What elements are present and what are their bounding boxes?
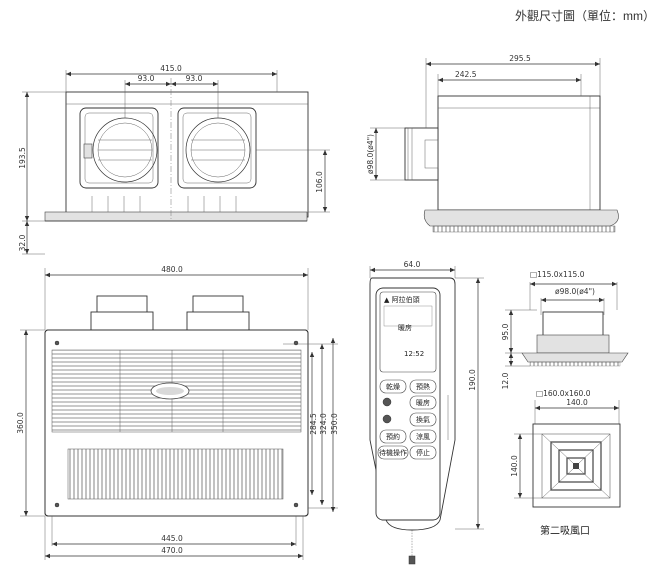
btn-dry[interactable]	[379, 379, 407, 394]
btn-dry-label: 乾燥	[386, 382, 400, 391]
remote-mode: 暖房	[398, 323, 412, 332]
dim-295: 295.5	[509, 54, 531, 63]
btn-timer[interactable]	[379, 429, 407, 444]
dim-duct: ø98.0(ø4")	[366, 134, 375, 174]
btn-cool-label: 涼風	[416, 432, 430, 441]
dim-140-w: 140.0	[566, 398, 588, 407]
btn-vent[interactable]	[409, 412, 437, 427]
second-inlet-view: □160.0x160.0 140.0 140.0 第二吸風口	[510, 389, 621, 537]
drawing-title: 外觀尺寸圖（單位：mm）	[515, 9, 650, 23]
inlet-caption: 第二吸風口	[540, 524, 590, 537]
dim-324: 324.0	[319, 413, 328, 435]
front-duct-left	[96, 295, 148, 315]
btn-stop[interactable]	[409, 445, 437, 460]
front-view: 480.0 445.0 470.0 360.0 284.5 324.0 350.…	[16, 265, 339, 560]
lower-grille	[67, 448, 284, 500]
dim-12: 12.0	[501, 372, 510, 389]
btn-standby-label: 待機操作	[379, 448, 407, 457]
remote-buttons: 乾燥 預熱 暖房 換氣 預約 涼風 待機操作 停止	[377, 379, 437, 460]
btn-vent-label: 換氣	[416, 415, 430, 424]
side-housing	[437, 95, 601, 211]
dim-32: 32.0	[18, 234, 27, 251]
dim-284: 284.5	[309, 413, 318, 435]
btn-stop-label: 停止	[416, 448, 430, 457]
btn-timer-label: 預約	[386, 432, 400, 441]
duct-box-size: □115.0x115.0	[530, 270, 585, 279]
duct-box-view: □115.0x115.0 ø98.0(ø4") 95.0 12.0	[501, 270, 629, 389]
arrow-up-button[interactable]	[382, 397, 392, 407]
right-damper	[177, 107, 257, 189]
inlet-size: □160.0x160.0	[536, 389, 591, 398]
side-view: 295.5 242.5 ø98.0(ø4")	[366, 54, 619, 233]
btn-preheat-label: 預熱	[416, 382, 430, 391]
top-view: 415.0 93.0 93.0 193.5 32.0 106.0	[18, 64, 330, 255]
dim-242: 242.5	[455, 70, 477, 79]
btn-heat-label: 暖房	[416, 398, 430, 407]
arrow-down-button[interactable]	[382, 414, 392, 424]
dim-95: 95.0	[501, 323, 510, 340]
dim-480: 480.0	[161, 265, 183, 274]
dim-415: 415.0	[160, 64, 182, 73]
remote-screen	[379, 291, 437, 373]
btn-heat[interactable]	[409, 395, 437, 410]
dim-93-left: 93.0	[138, 74, 155, 83]
btn-cool[interactable]	[409, 429, 437, 444]
dim-470: 470.0	[161, 546, 183, 555]
remote-clock: 12:52	[404, 350, 424, 358]
duct-box-diameter: ø98.0(ø4")	[555, 287, 595, 296]
side-duct	[404, 127, 439, 181]
dim-445: 445.0	[161, 534, 183, 543]
dim-140-h: 140.0	[510, 455, 519, 477]
duct-box-flange	[521, 352, 629, 363]
remote-brand: ▲ 阿拉伯頭	[384, 295, 420, 304]
top-flange	[44, 211, 308, 222]
dim-350: 350.0	[330, 413, 339, 435]
dim-190: 190.0	[468, 369, 477, 391]
left-damper	[79, 107, 159, 189]
btn-standby[interactable]	[377, 445, 409, 460]
dim-106: 106.0	[315, 171, 324, 193]
dim-93-right: 93.0	[186, 74, 203, 83]
btn-preheat[interactable]	[409, 379, 437, 394]
dim-360: 360.0	[16, 412, 25, 434]
dim-64: 64.0	[404, 260, 421, 269]
front-duct-right	[192, 295, 244, 315]
dim-193: 193.5	[18, 147, 27, 169]
remote-view: ▲ 阿拉伯頭 暖房 12:52 乾燥 預熱 暖房 換氣 預約 涼風 待機操作 停…	[369, 260, 484, 565]
